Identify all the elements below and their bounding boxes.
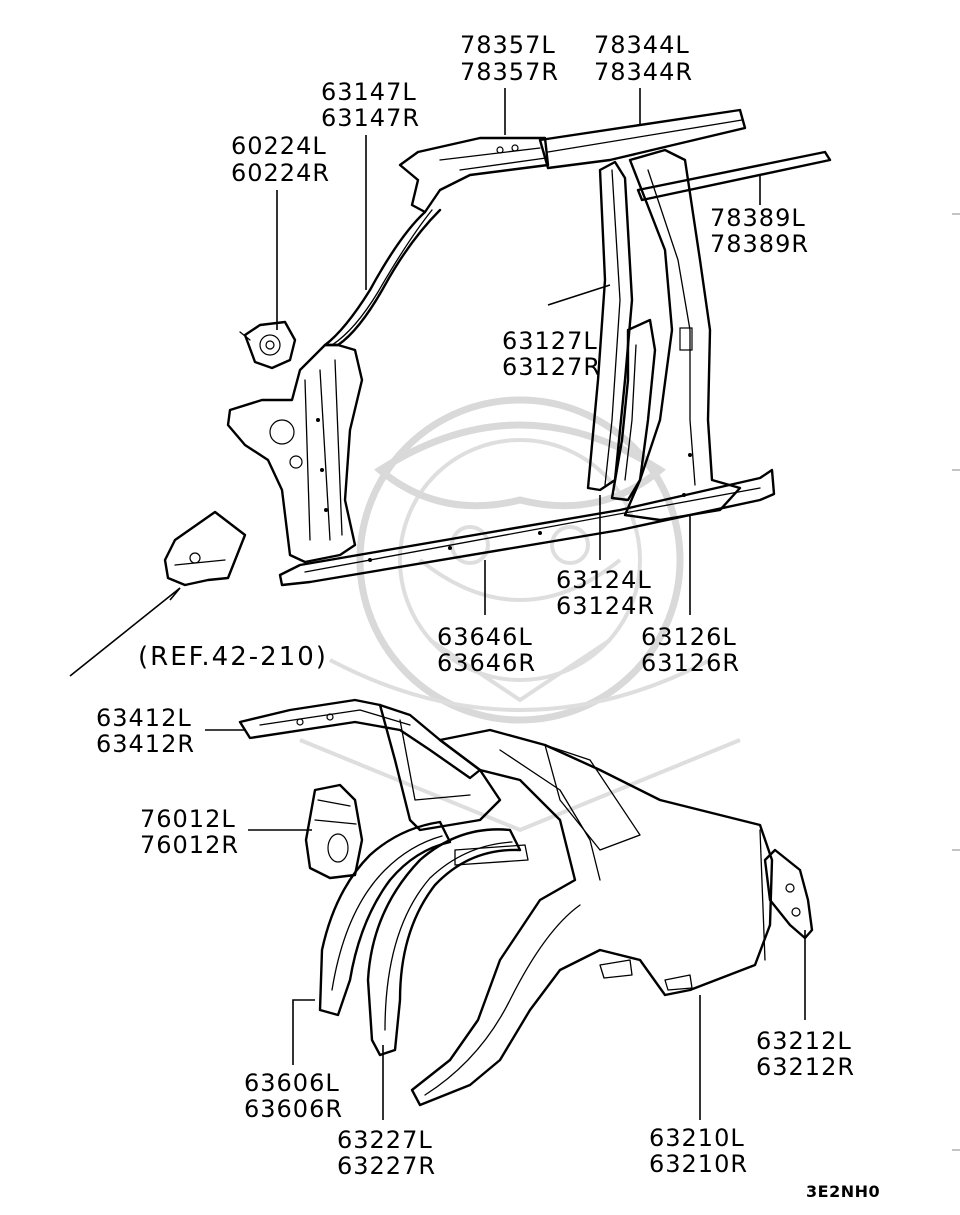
label-63124l: 63124L xyxy=(556,566,652,594)
pillar-bracket xyxy=(239,320,297,370)
reference-label: (REF.42-210) xyxy=(138,642,328,672)
label-63212r: 63212R xyxy=(756,1053,855,1081)
label-63412l: 63412L xyxy=(96,704,192,732)
label-63227l: 63227L xyxy=(337,1126,433,1154)
roof-rail-inner xyxy=(538,108,747,170)
label-63127l: 63127L xyxy=(502,327,598,355)
front-pillar xyxy=(323,208,442,347)
side-sill xyxy=(278,468,776,587)
label-76012l: 76012L xyxy=(140,805,236,833)
label-78344l: 78344L xyxy=(594,31,690,59)
label-78357l: 78357L xyxy=(460,31,556,59)
hinge-pillar xyxy=(226,343,364,564)
callout-labels: 78357L 78357R 78344L 78344R 63147L 63147… xyxy=(96,31,880,1201)
leader-lines xyxy=(69,88,806,1120)
label-63212l: 63212L xyxy=(756,1027,852,1055)
label-63606r: 63606R xyxy=(244,1095,343,1123)
quarter-panel xyxy=(410,728,774,1107)
label-63646r: 63646R xyxy=(437,649,536,677)
label-63210l: 63210L xyxy=(649,1124,745,1152)
wheelhouse-inner xyxy=(318,820,452,1017)
label-78389r: 78389R xyxy=(710,230,809,258)
margin-ticks xyxy=(952,213,960,1151)
label-60224r: 60224R xyxy=(231,159,330,187)
label-63127r: 63127R xyxy=(502,353,601,381)
label-78357r: 78357R xyxy=(460,58,559,86)
center-pillar-outer xyxy=(623,148,742,522)
upper-side-frame xyxy=(163,108,832,587)
quarter-bracket xyxy=(304,783,364,880)
label-63126l: 63126L xyxy=(641,623,737,651)
label-63147r: 63147R xyxy=(321,104,420,132)
label-78389l: 78389L xyxy=(710,204,806,232)
watermark-emblem xyxy=(299,396,741,833)
label-63606l: 63606L xyxy=(244,1069,340,1097)
wheelhouse-outer xyxy=(366,828,522,1057)
label-76012r: 76012R xyxy=(140,831,239,859)
label-63147l: 63147L xyxy=(321,78,417,106)
lower-quarter-assembly xyxy=(238,698,814,1107)
tail-end-panel xyxy=(763,848,814,940)
label-78344r: 78344R xyxy=(594,58,693,86)
ref-fragment xyxy=(163,510,247,587)
label-63227r: 63227R xyxy=(337,1152,436,1180)
roof-rail-outer xyxy=(398,136,550,214)
drip-molding xyxy=(636,150,832,202)
center-pillar-reinf xyxy=(610,318,657,502)
label-63124r: 63124R xyxy=(556,592,655,620)
label-60224l: 60224L xyxy=(231,132,327,160)
label-63126r: 63126R xyxy=(641,649,740,677)
label-63646l: 63646L xyxy=(437,623,533,651)
label-63210r: 63210R xyxy=(649,1150,748,1178)
diagram-code: 3E2NH0 xyxy=(806,1182,880,1201)
label-63412r: 63412R xyxy=(96,730,195,758)
